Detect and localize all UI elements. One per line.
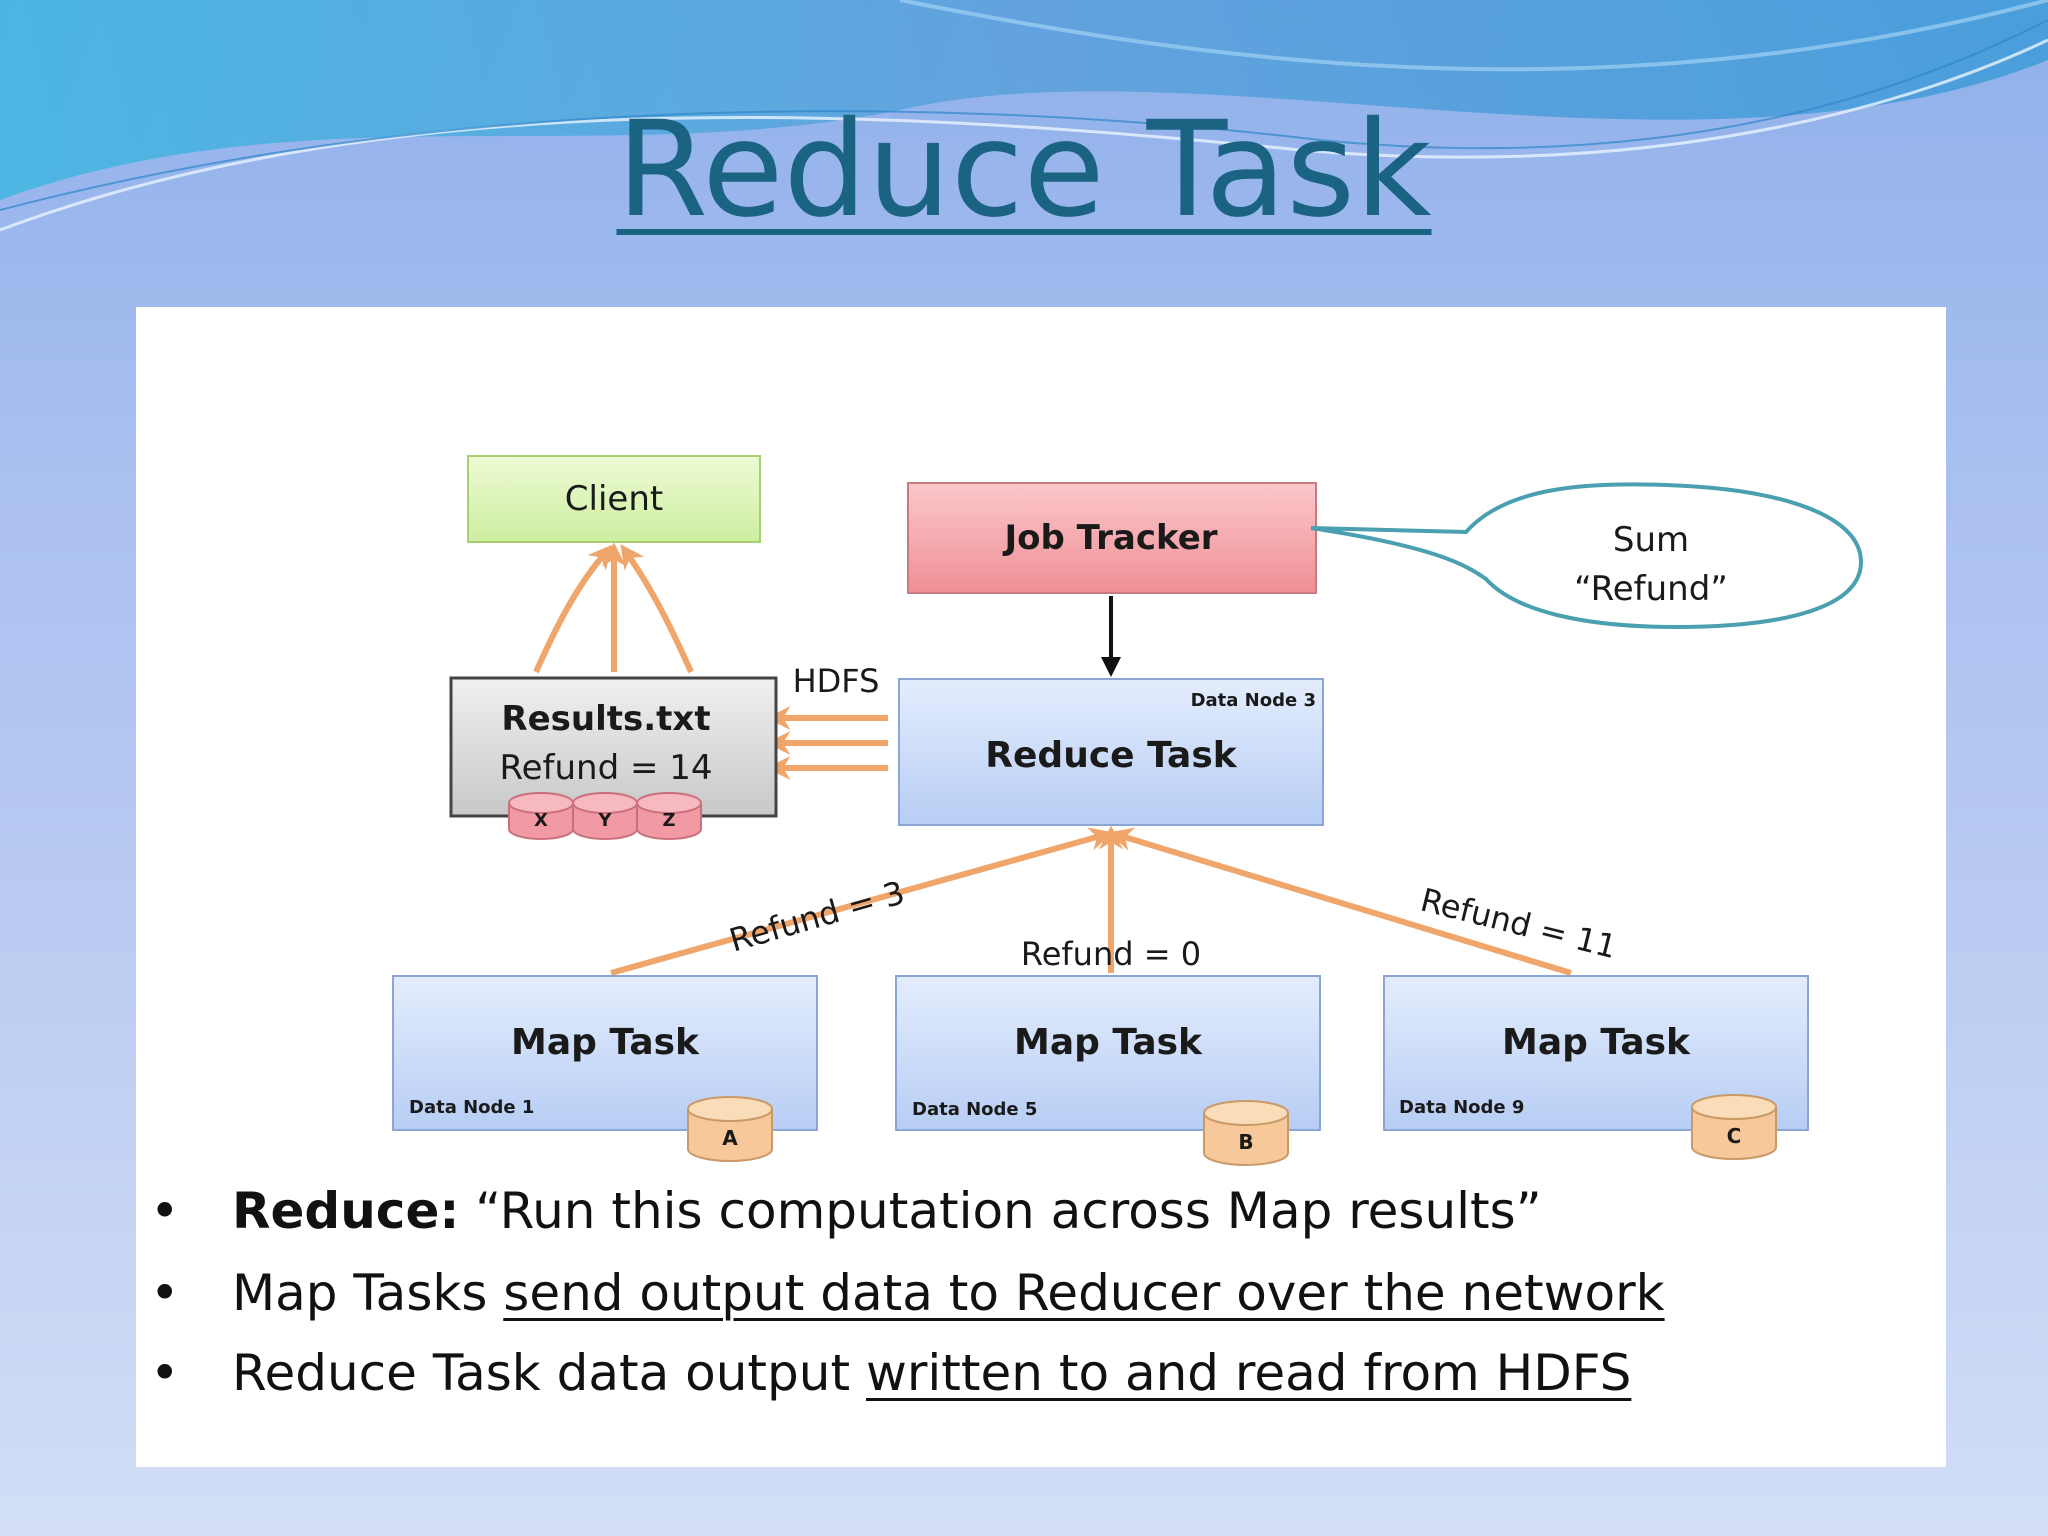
map-task-node-1: Map Task Data Node 1 A [392,975,818,1162]
disk-a-label: A [722,1126,738,1150]
callout-line2: “Refund” [1574,569,1728,609]
hdfs-label: HDFS [793,662,880,700]
bullet-item-reduce: • Reduce: “Run this computation across Ma… [150,1181,1542,1241]
slide-title: Reduce Task [616,93,1432,247]
disk-b-label: B [1238,1130,1253,1154]
disk-x: X [508,792,574,840]
map-to-reduce-arrows [610,825,1572,976]
disk-z-label: Z [662,810,675,831]
map-task-node-2: Map Task Data Node 5 B [895,975,1321,1166]
bullet-label: Reduce: [232,1182,460,1240]
map-task-1-label: Map Task [511,1022,700,1063]
bullet-underlined-text: send output data to Reducer over the net… [503,1264,1665,1322]
content-panel: Client Job Tracker Sum “Refund” Data Nod… [136,307,1946,1467]
sum-refund-callout: Sum “Refund” [1310,482,1864,630]
bullet-prefix: Map Tasks [232,1264,504,1322]
map-task-node-3: Map Task Data Node 9 C [1383,975,1809,1160]
disk-x-label: X [534,810,548,831]
map-task-2-label: Map Task [1014,1022,1203,1063]
bullet-prefix: Reduce Task data output [232,1344,866,1402]
map-task-3-data-node: Data Node 9 [1399,1097,1524,1118]
bullet-dot: • [150,1264,180,1322]
disk-y-label: Y [597,810,612,831]
disk-z: Z [636,792,702,840]
map-task-3-label: Map Task [1502,1022,1691,1063]
bullet-dot: • [150,1344,180,1402]
reduce-data-node-label: Data Node 3 [1191,690,1316,711]
reduce-task-diagram: Client Job Tracker Sum “Refund” Data Nod… [392,455,1864,1166]
edge-label-map3: Refund = 11 [1417,881,1621,966]
results-to-client-arrows [533,542,694,674]
bullet-text: “Run this computation across Map results… [459,1182,1542,1240]
client-label: Client [565,479,663,519]
map-task-1-data-node: Data Node 1 [409,1097,534,1118]
bullet-dot: • [150,1182,180,1240]
reduce-task-label: Reduce Task [985,735,1237,776]
results-value-label: Refund = 14 [499,748,712,788]
edge-label-map2: Refund = 0 [1021,935,1201,973]
reduce-task-node: Data Node 3 Reduce Task [898,678,1324,826]
edge-label-map1: Refund = 3 [725,873,909,959]
map-task-2-data-node: Data Node 5 [912,1099,1037,1120]
bullet-item-map-tasks: • Map Tasks send output data to Reducer o… [150,1263,1665,1323]
job-tracker-label: Job Tracker [1002,518,1217,558]
callout-line1: Sum [1613,520,1689,560]
reduce-to-results-arrows [766,706,888,780]
bullet-item-reduce-output: • Reduce Task data output written to and … [150,1343,1631,1403]
results-file-label: Results.txt [501,699,710,739]
disk-c-label: C [1727,1124,1742,1148]
results-file-node: Results.txt Refund = 14 [449,676,778,818]
client-node: Client [467,455,761,543]
job-tracker-node: Job Tracker [907,482,1317,594]
disk-y: Y [572,792,638,840]
header-wave-background [0,0,2048,232]
bullet-underlined-text: written to and read from HDFS [865,1344,1632,1402]
